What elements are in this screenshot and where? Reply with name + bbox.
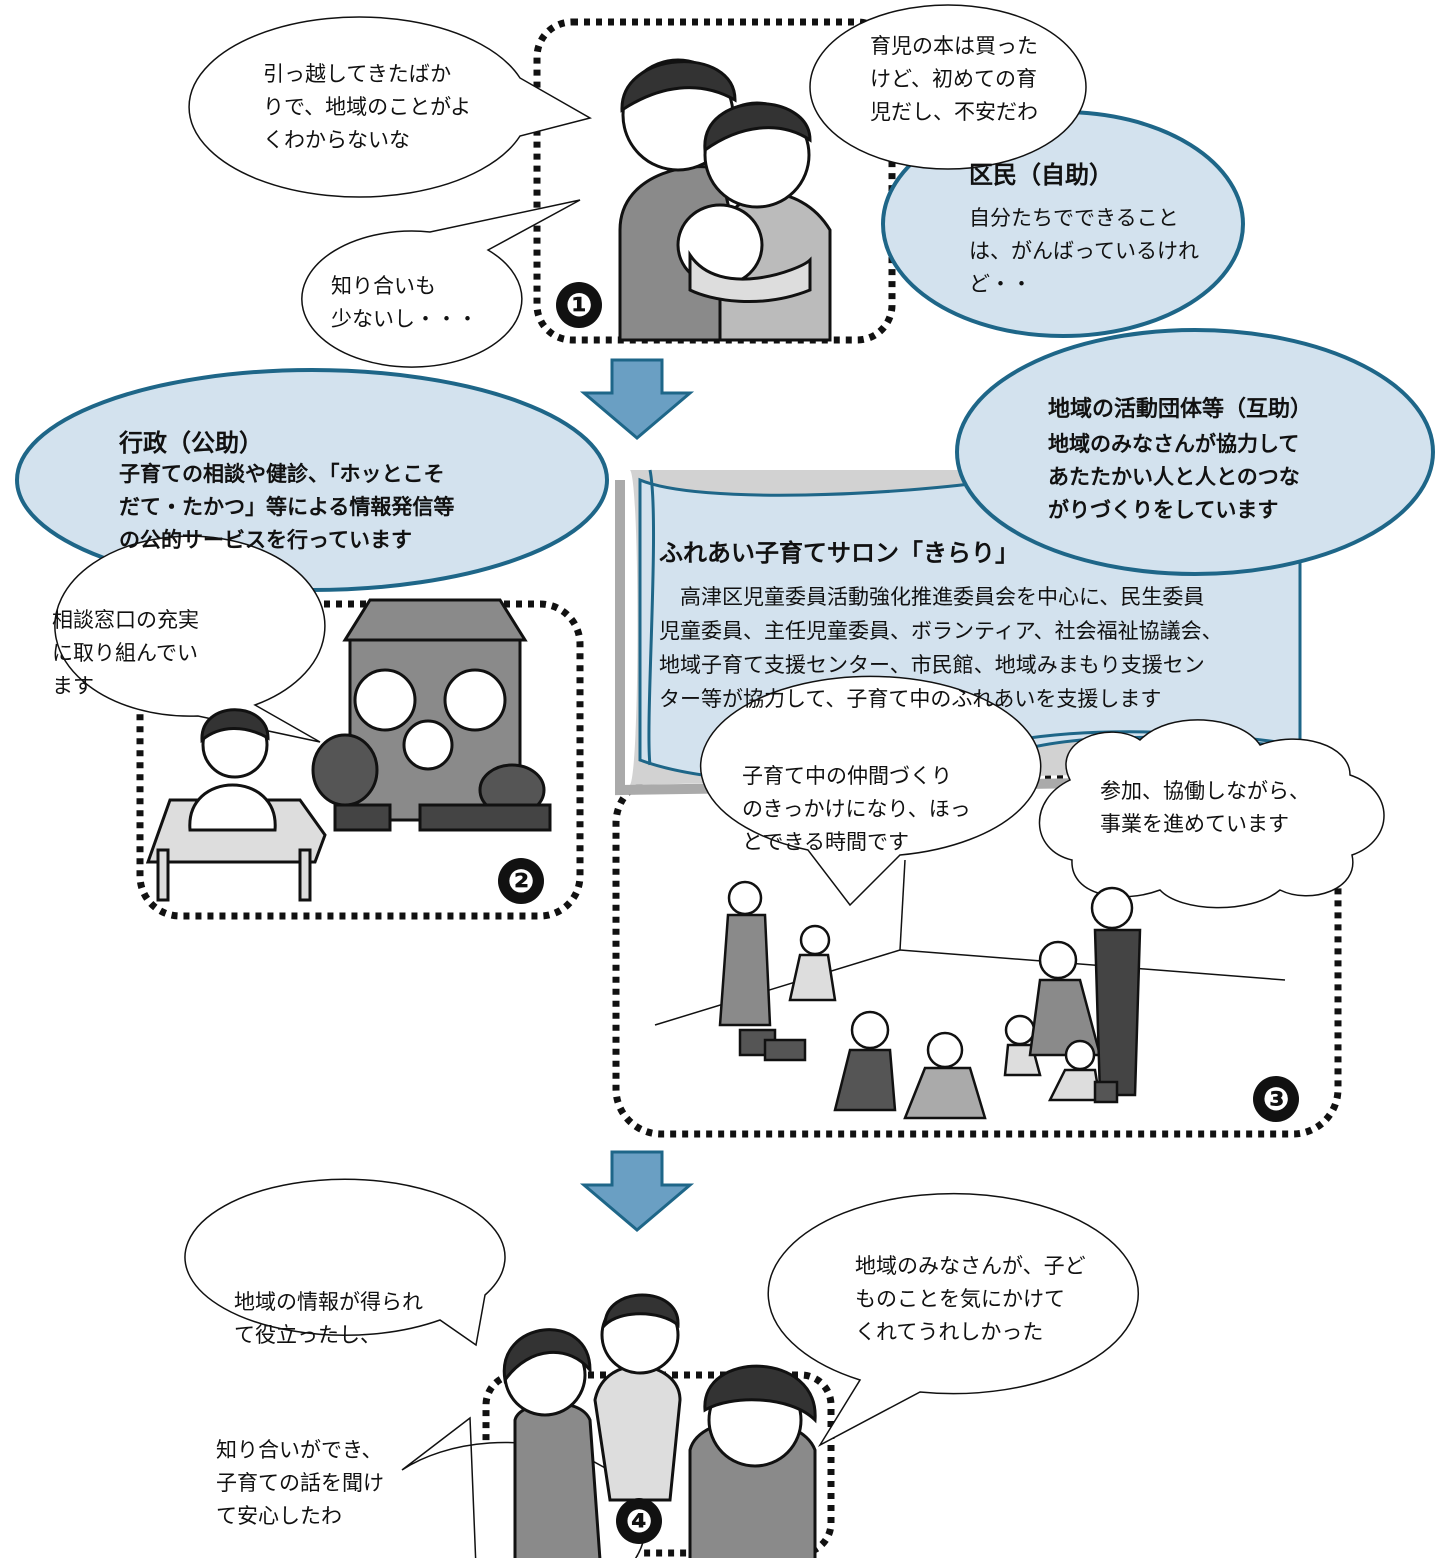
mutual-help-body: 地域のみなさんが協力して あたたかい人と人とのつな がりづくりをしています xyxy=(1048,432,1300,522)
self-help-title: 区民（自助） xyxy=(969,161,1113,189)
bubble-acquaint-few xyxy=(301,199,581,368)
salon-people-illustration xyxy=(718,880,1142,1120)
bubble-acquaint-few-text: 知り合いも 少ないし・・・ xyxy=(331,274,478,331)
public-help-body: 子育ての相談や健診、「ホッとこそ だて・たかつ」等による情報発信等 の公的サービ… xyxy=(119,462,455,552)
mutual-help-title: 地域の活動団体等（互助） xyxy=(1048,397,1313,422)
bubble-cooperate-text: 参加、協働しながら、 事業を進めています xyxy=(1100,779,1310,836)
bubble-moving xyxy=(188,16,592,198)
bubble-book xyxy=(809,4,1087,170)
bubble-moving-text: 引っ越してきたばか りで、地域のことがよ くわからないな xyxy=(263,62,472,152)
bubble-region-care xyxy=(767,1192,1139,1447)
bubble-consult xyxy=(54,535,326,743)
bubble-salon-chance-text: 子育て中の仲間づくり のきっかけになり、ほっ とできる時間です xyxy=(742,764,971,854)
step-1-badge: ❶ xyxy=(556,282,602,328)
bubble-salon-chance xyxy=(699,675,1042,907)
down-arrow-2 xyxy=(579,1150,695,1232)
bubble-region-info xyxy=(184,1178,506,1347)
salon-room-illustration xyxy=(654,859,1286,1026)
step-4-badge: ❹ xyxy=(616,1498,662,1544)
bubble-relief-text: 知り合いができ、 子育ての話を聞け て安心したわ xyxy=(216,1438,384,1528)
bubble-consult-text: 相談窓口の充実 に取り組んでい ます xyxy=(52,608,199,698)
salon-body: 高津区児童委員活動強化推進委員会を中心に、民生委員 児童委員、主任児童委員、ボラ… xyxy=(659,585,1223,711)
office-illustration xyxy=(145,598,552,902)
bubble-region-info-text: 地域の情報が得られ て役立ったし、 xyxy=(234,1290,423,1347)
family-illustration xyxy=(618,58,832,342)
bubble-book-text: 育児の本は買った けど、初めての育 児だし、不安だわ xyxy=(870,34,1038,124)
happy-family-illustration xyxy=(502,1293,817,1558)
mutual-help-ellipse xyxy=(955,328,1435,576)
self-help-body: 自分たちでできること は、がんばっているけれ ど・・ xyxy=(969,206,1199,296)
panel-2-frame xyxy=(136,600,584,920)
down-arrow-1 xyxy=(579,358,695,440)
step-2-badge: ❷ xyxy=(498,858,544,904)
bubble-region-care-text: 地域のみなさんが、子ど ものことを気にかけて くれてうれしかった xyxy=(855,1254,1086,1344)
public-help-title: 行政（公助） xyxy=(119,429,263,457)
salon-title: ふれあい子育てサロン「きらり」 xyxy=(659,539,1019,567)
bubble-cooperate xyxy=(1038,719,1385,909)
step-3-badge: ❸ xyxy=(1253,1076,1299,1122)
